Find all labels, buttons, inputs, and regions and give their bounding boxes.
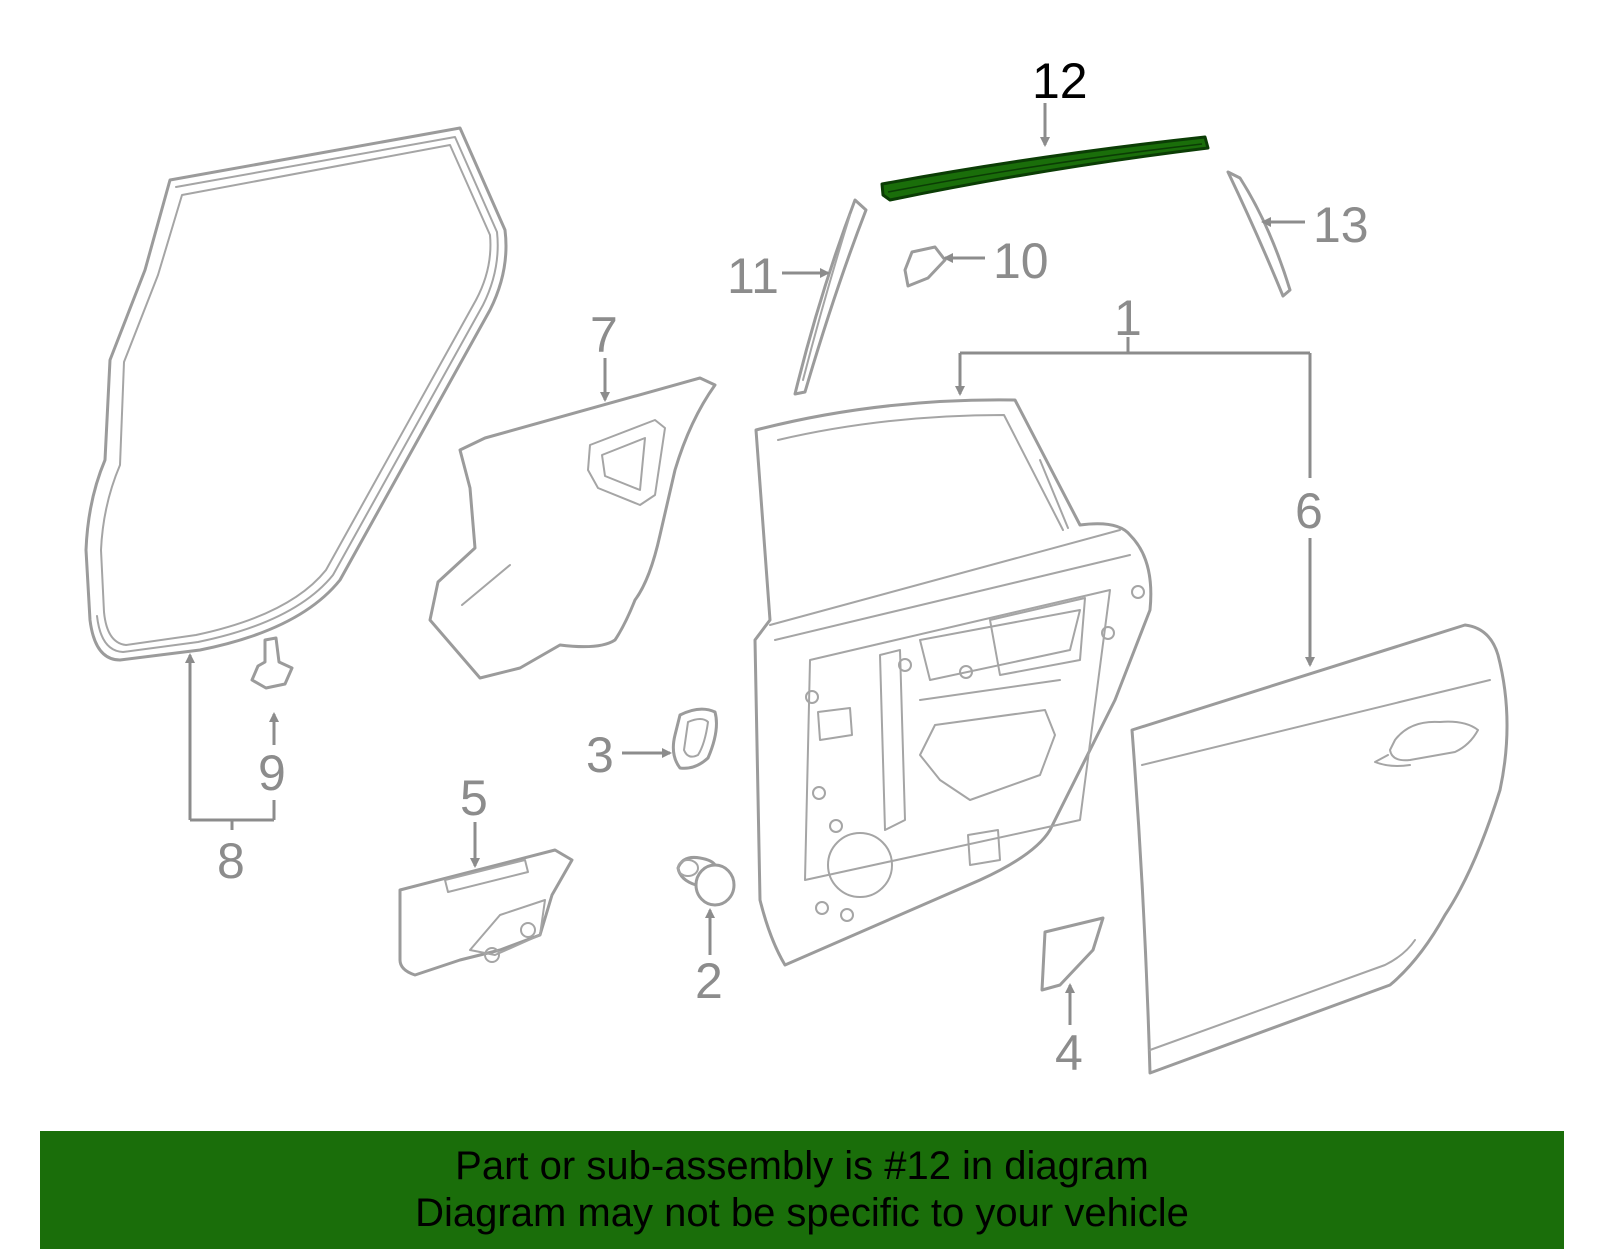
banner-line-disclaimer: Diagram may not be specific to your vehi…: [415, 1191, 1189, 1235]
part-11-channel[interactable]: [793, 198, 868, 396]
part-13-channel[interactable]: [1226, 170, 1292, 298]
leader-lines: [185, 103, 1315, 1025]
part-3-grommet[interactable]: [671, 707, 718, 770]
part-2-plug[interactable]: [676, 856, 736, 907]
callout-11[interactable]: 11: [727, 248, 779, 304]
callout-9[interactable]: 9: [258, 745, 286, 801]
part-6-outer-panel[interactable]: [1130, 623, 1509, 1075]
callout-6[interactable]: 6: [1295, 483, 1323, 539]
banner-line-part: Part or sub-assembly is #12 in diagram: [455, 1144, 1149, 1188]
callout-2[interactable]: 2: [695, 953, 723, 1009]
part-4-cover[interactable]: [1040, 916, 1105, 992]
callout-10[interactable]: 10: [993, 233, 1049, 289]
callout-7[interactable]: 7: [590, 307, 618, 363]
callout-8[interactable]: 8: [217, 833, 245, 889]
callout-13[interactable]: 13: [1313, 197, 1369, 253]
callout-labels: 12 13 10 11 1 6 7 9 8 3 5 2 4: [217, 53, 1369, 1081]
info-banner: Part or sub-assembly is #12 in diagram D…: [40, 1131, 1564, 1249]
callout-5[interactable]: 5: [460, 770, 488, 826]
callout-1[interactable]: 1: [1114, 290, 1142, 346]
callout-12[interactable]: 12: [1032, 53, 1088, 109]
part-5-pad[interactable]: [398, 848, 574, 977]
callout-4[interactable]: 4: [1055, 1025, 1083, 1081]
part-9-clip[interactable]: [250, 636, 294, 690]
part-10-bracket[interactable]: [903, 245, 947, 288]
part-8-weatherstrip[interactable]: [84, 126, 508, 662]
callout-3[interactable]: 3: [586, 727, 614, 783]
part-7-watershield[interactable]: [428, 376, 717, 680]
part-12-molding-highlighted[interactable]: [880, 135, 1210, 202]
part-1-door-shell[interactable]: [753, 398, 1153, 967]
